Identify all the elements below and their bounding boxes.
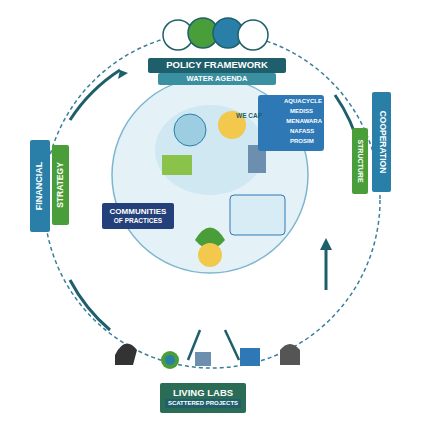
banner-node: COMMUNITIESOF PRACTICES [102, 203, 174, 229]
project-label: WE CAP [236, 112, 262, 119]
banner-text: FINANCIAL [35, 162, 45, 211]
banner-text: LIVING LABS [173, 388, 233, 398]
banner-node: FINANCIAL [30, 140, 50, 232]
project-label: MEDISS [290, 108, 313, 115]
project-label: NAFASS [290, 128, 314, 135]
banner-text: WATER AGENDA [187, 75, 248, 83]
banner-text: STRATEGY [56, 162, 65, 208]
banner-node: STRATEGY [52, 145, 69, 225]
banner-node: LIVING LABSSCATTERED PROJECTS [160, 383, 246, 413]
banner-node: STRUCTURE [352, 128, 368, 194]
project-label: MENAWARA [286, 118, 322, 125]
banner-text: COMMUNITIES [110, 208, 167, 217]
banner-text: SCATTERED PROJECTS [165, 399, 241, 408]
banner-text: STRUCTURE [356, 139, 364, 182]
banner-text: COOPERATION [377, 111, 386, 174]
banner-node: POLICY FRAMEWORK [148, 58, 286, 73]
banner-text: POLICY FRAMEWORK [166, 60, 268, 70]
project-label: AQUACYCLE [284, 98, 322, 105]
banner-node: COOPERATION [372, 92, 391, 192]
banner-text: OF PRACTICES [114, 217, 162, 224]
project-label: PROSIM [290, 138, 314, 145]
banner-node: WATER AGENDA [158, 73, 276, 85]
